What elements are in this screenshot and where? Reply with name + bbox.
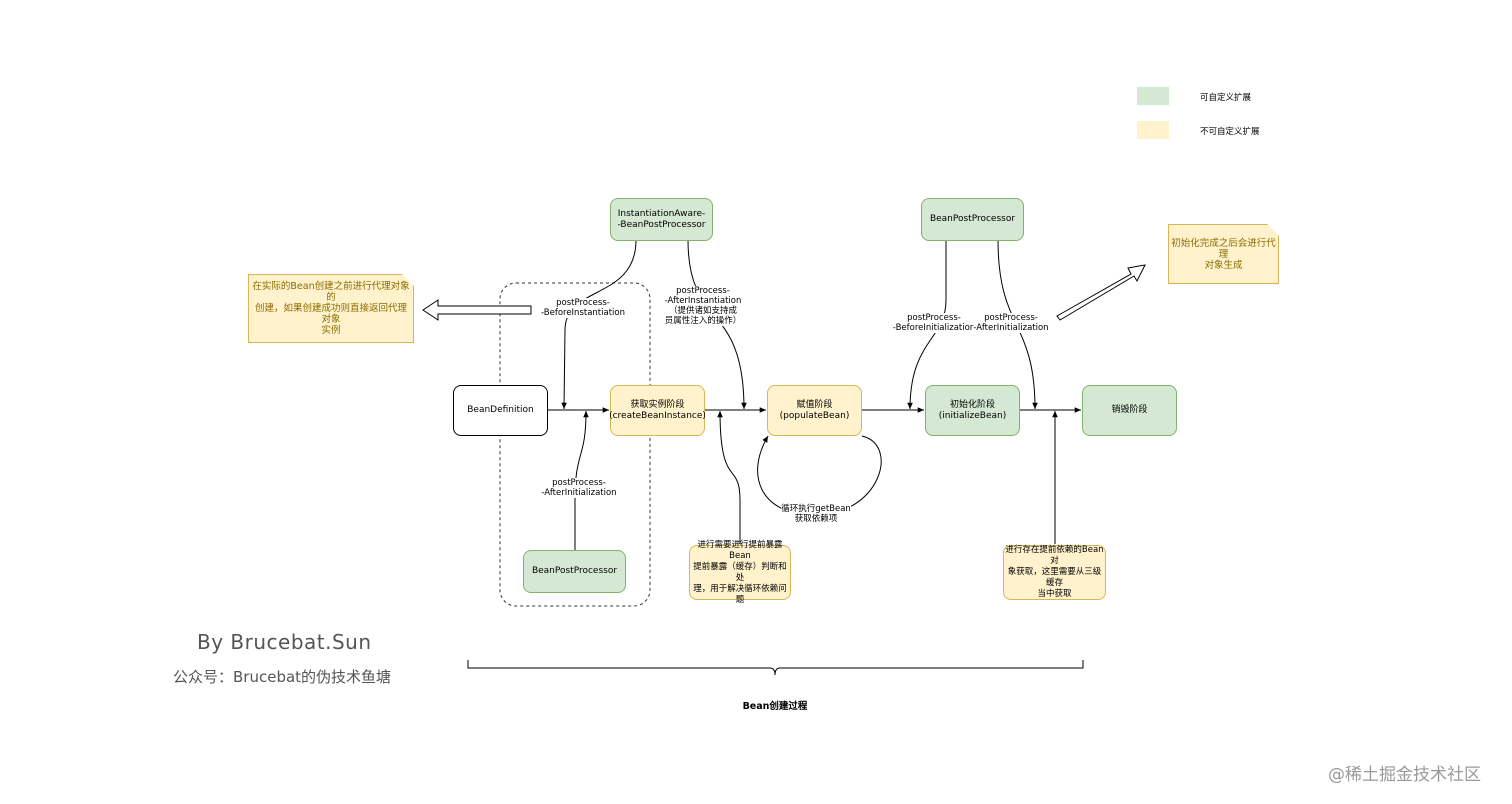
node-early-get: 进行存在提前依赖的Bean对 象获取，这里需要从三级缓存 当中获取	[1003, 545, 1106, 600]
label-after-initialization-right: postProcess- -AfterInitialization	[973, 313, 1049, 333]
label-before-initialization: postProcess- -BeforeInitialization	[892, 313, 976, 333]
instantiation-group-boundary	[499, 282, 651, 607]
node-bean-definition: BeanDefinition	[453, 385, 548, 436]
signature-account: 公众号：Brucebat的伪技术鱼塘	[173, 668, 392, 686]
node-initialize: 初始化阶段 (initializeBean)	[925, 385, 1020, 436]
proxy-after-hollow-arrow	[1056, 264, 1146, 321]
label-after-instantiation: postProcess- -AfterInstantiation （提供诸如支持…	[664, 286, 742, 326]
node-instantiation-aware-bpp: InstantiationAware- -BeanPostProcessor	[610, 198, 713, 241]
watermark: @稀土掘金技术社区	[1328, 765, 1481, 785]
node-populate: 赋值阶段 (populateBean)	[767, 385, 862, 436]
legend-label-non-customizable: 不可自定义扩展	[1200, 127, 1260, 137]
legend-swatch-customizable	[1137, 87, 1169, 105]
node-bean-post-processor-top: BeanPostProcessor	[921, 198, 1024, 241]
before-instantiation-connector	[561, 239, 637, 410]
label-before-instantiation: postProcess- -BeforeInstantiation	[541, 298, 625, 318]
note-proxy-before: 在实际的Bean创建之前进行代理对象的 创建，如果创建成功则直接返回代理对象 实…	[248, 274, 414, 343]
creation-process-brace	[467, 660, 1084, 676]
legend-swatch-non-customizable	[1137, 121, 1169, 139]
node-bean-post-processor-bottom: BeanPostProcessor	[523, 550, 626, 593]
node-early-expose: 进行需要进行提前暴露Bean 提前暴露（缓存）判断和处 理，用于解决循环依赖问题	[689, 540, 791, 605]
signature-author: By Brucebat.Sun	[197, 630, 372, 654]
note-proxy-after: 初始化完成之后会进行代理 对象生成	[1168, 224, 1279, 284]
brace-label: Bean创建过程	[742, 701, 808, 712]
node-destroy: 销毁阶段	[1082, 385, 1177, 436]
proxy-before-hollow-arrow	[422, 299, 532, 321]
legend-label-customizable: 可自定义扩展	[1200, 93, 1252, 103]
label-loop: 循环执行getBean 获取依赖项	[781, 504, 851, 524]
node-create-instance: 获取实例阶段 (createBeanInstance)	[609, 385, 706, 436]
label-after-initialization-left: postProcess- -AfterInitialization	[541, 478, 617, 498]
early-expose-connector	[717, 410, 741, 544]
before-initialization-connector	[907, 240, 947, 410]
